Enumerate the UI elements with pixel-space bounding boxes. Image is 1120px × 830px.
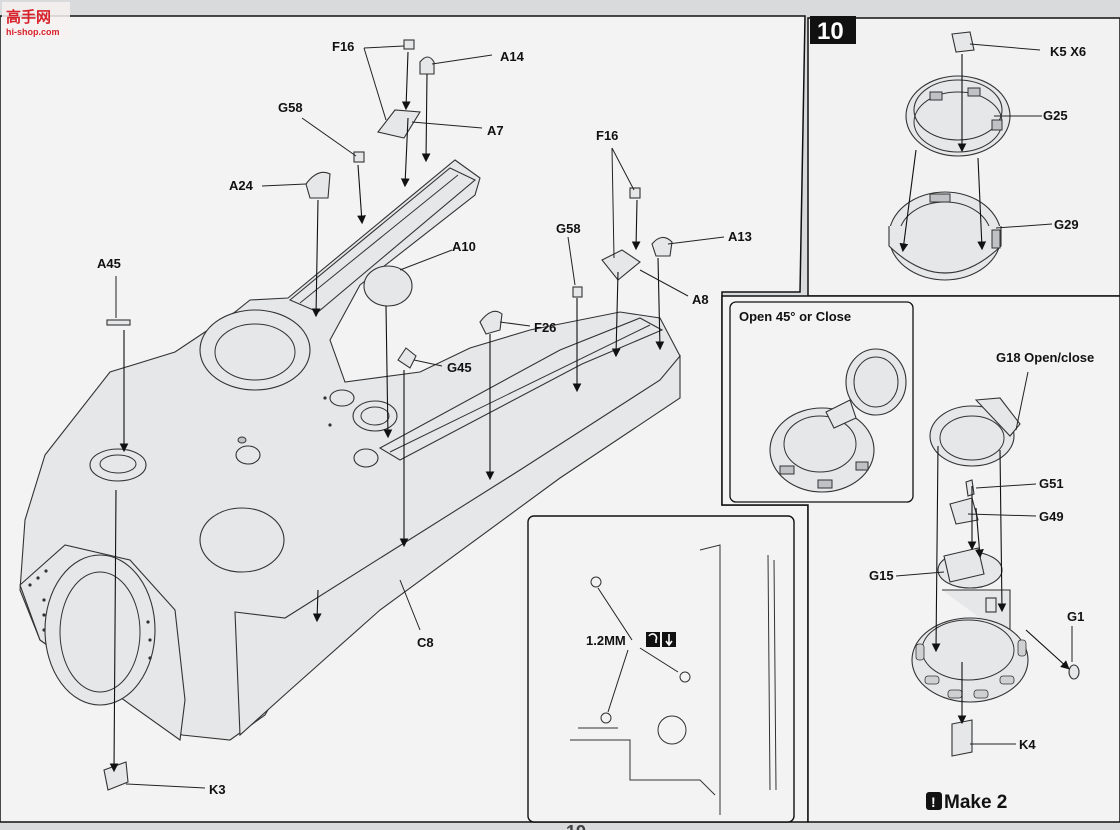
label-f16-right: F16 — [596, 128, 618, 143]
cupola-drawing — [888, 31, 1053, 281]
label-g49: G49 — [1039, 509, 1064, 524]
svg-text:hi-shop.com: hi-shop.com — [6, 27, 60, 37]
warning-icon: ! — [931, 794, 936, 810]
hole-icon — [662, 632, 676, 647]
label-c8: C8 — [417, 635, 434, 650]
leader-lines — [115, 45, 725, 789]
hatch-option-title: Open 45° or Close — [739, 309, 851, 324]
label-g29: G29 — [1054, 217, 1079, 232]
label-f26: F26 — [534, 320, 556, 335]
drill-size-label: 1.2MM — [586, 633, 626, 648]
hull-drawing — [19, 159, 681, 741]
hatch-option-inset: Open 45° or Close — [729, 301, 914, 503]
label-k3: K3 — [209, 782, 226, 797]
page-number: 19 — [566, 822, 586, 830]
make-label: Make 2 — [944, 792, 1007, 813]
make-quantity: ! Make 2 — [926, 792, 1007, 813]
label-a14: A14 — [500, 49, 525, 64]
label-g45: G45 — [447, 360, 472, 375]
label-a10: A10 — [452, 239, 476, 254]
svg-text:高手网: 高手网 — [6, 8, 51, 26]
label-k5: K5 X6 — [1050, 44, 1086, 59]
label-g18: G18 Open/close — [996, 350, 1094, 365]
part-labels: F16 A14 G58 A7 A24 A45 A10 F16 G58 A13 A… — [97, 39, 752, 797]
label-a8: A8 — [692, 292, 709, 307]
hatch-labels: G18 Open/close G51 G49 G15 G1 K4 — [869, 350, 1094, 752]
label-a45: A45 — [97, 256, 121, 271]
assembly-arrows — [109, 51, 665, 773]
svg-text:10: 10 — [817, 18, 844, 45]
hatch-assembly — [895, 371, 1080, 757]
label-g15: G15 — [869, 568, 894, 583]
label-g58-mid: G58 — [556, 221, 581, 236]
drill-detail-inset: 1.2MM — [527, 515, 795, 823]
drill-icon — [646, 632, 660, 647]
step-badge: 10 — [810, 16, 856, 45]
label-g51: G51 — [1039, 476, 1064, 491]
label-a13: A13 — [728, 229, 752, 244]
label-f16-top: F16 — [332, 39, 354, 54]
label-g58-left: G58 — [278, 100, 303, 115]
label-a7: A7 — [487, 123, 504, 138]
label-a24: A24 — [229, 178, 254, 193]
label-g1: G1 — [1067, 609, 1084, 624]
label-g25: G25 — [1043, 108, 1068, 123]
cupola-labels: K5 X6 G25 G29 — [1043, 44, 1086, 232]
label-k4: K4 — [1019, 737, 1036, 752]
watermark-logo: 高手网 hi-shop.com — [2, 2, 70, 38]
